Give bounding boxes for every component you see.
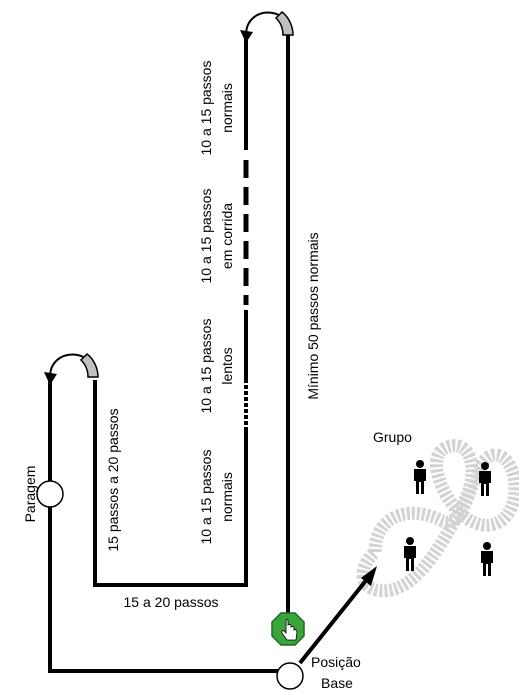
turn-arrow-left [44, 353, 99, 385]
stop-marker [36, 480, 64, 508]
label-normais-bottom-1: 10 a 15 passos [198, 450, 214, 545]
label-lentos-1: 10 a 15 passos [198, 319, 214, 414]
base-marker [276, 662, 304, 690]
label-normais-top-1: 10 a 15 passos [198, 61, 214, 156]
label-corrida-2: em corrida [219, 203, 235, 269]
hand-pointer-icon [271, 612, 305, 646]
label-posicao-2: Base [321, 675, 353, 691]
group-arrowhead [361, 566, 377, 586]
label-normais-bottom-2: normais [219, 472, 235, 522]
label-paragem: Paragem [22, 466, 38, 523]
label-corrida-1: 10 a 15 passos [198, 189, 214, 284]
walking-path [48, 35, 374, 673]
label-posicao-1: Posição [311, 654, 361, 670]
label-normais-top-2: normais [219, 83, 235, 133]
figure-eight-track [356, 439, 519, 598]
label-passos-vertical: 15 passos a 20 passos [105, 408, 121, 551]
label-minimo: Mínimo 50 passos normais [305, 232, 321, 399]
turn-arrow-top [240, 11, 294, 43]
label-passos-horizontal: 15 a 20 passos [124, 594, 219, 610]
person-icon [404, 460, 493, 576]
label-grupo: Grupo [373, 429, 412, 445]
label-lentos-2: lentos [219, 347, 235, 384]
